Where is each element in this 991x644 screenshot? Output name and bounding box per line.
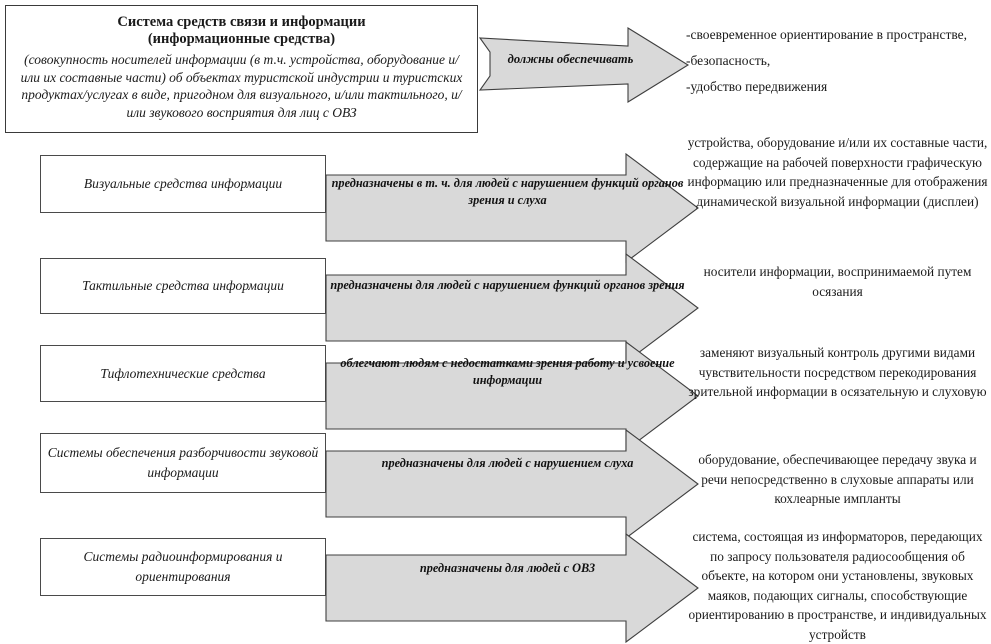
row-arrow-label-intelligibility: предназначены для людей с нарушением слу… xyxy=(381,456,634,470)
category-box-intelligibility[interactable]: Системы обеспечения разборчивости звуков… xyxy=(40,433,326,493)
row-description-intelligibility: оборудование, обеспечивающее передачу зв… xyxy=(698,452,977,506)
row-description-tactile: носители информации, воспринимаемой путе… xyxy=(703,264,972,299)
row-arrow-label-typhlo: облегчают людям с недостатками зрения ра… xyxy=(340,356,675,387)
category-box-tactile[interactable]: Тактильные средства информации xyxy=(40,258,326,314)
must-provide-arrow-shape xyxy=(478,27,690,103)
must-provide-arrow xyxy=(478,26,690,104)
requirements-list: -своевременное ориентирование в простран… xyxy=(686,22,988,100)
category-box-typhlo[interactable]: Тифлотехнические средства xyxy=(40,345,326,402)
requirements-list-item: -удобство передвижения xyxy=(686,79,828,94)
row-arrow-label-tactile: предназначены для людей с нарушением фун… xyxy=(330,278,685,292)
row-arrow-label-radio: предназначены для людей с ОВЗ xyxy=(419,561,596,575)
requirements-list-item: -своевременное ориентирование в простран… xyxy=(686,27,968,42)
must-provide-arrow-label: должны обеспечивать xyxy=(507,52,634,66)
row-arrow-intelligibility xyxy=(325,428,699,540)
category-box-radio[interactable]: Системы радиоинформирования и ориентиров… xyxy=(40,538,326,596)
system-title-box: Система средств связи и информации (инфо… xyxy=(5,5,478,133)
title-description: (совокупность носителей информации (в т.… xyxy=(20,52,463,120)
title-heading-line1: Система средств связи и информации xyxy=(117,14,366,30)
row-arrow-typhlo xyxy=(325,340,699,452)
row-description-typhlo: заменяют визуальный контроль другими вид… xyxy=(688,345,987,399)
row-arrow-label-visual: предназначены в т. ч. для людей с наруше… xyxy=(331,176,684,207)
requirements-list-item: -безопасность, xyxy=(686,53,771,68)
category-box-visual[interactable]: Визуальные средства информации xyxy=(40,155,326,213)
row-arrow-visual xyxy=(325,152,699,264)
title-heading-line2: (информационные средства) xyxy=(147,31,336,47)
row-description-visual: устройства, оборудование и/или их состав… xyxy=(687,135,988,209)
row-description-radio: система, состоящая из информаторов, пере… xyxy=(688,529,987,642)
row-arrow-tactile xyxy=(325,252,699,364)
row-arrow-radio xyxy=(325,532,699,644)
